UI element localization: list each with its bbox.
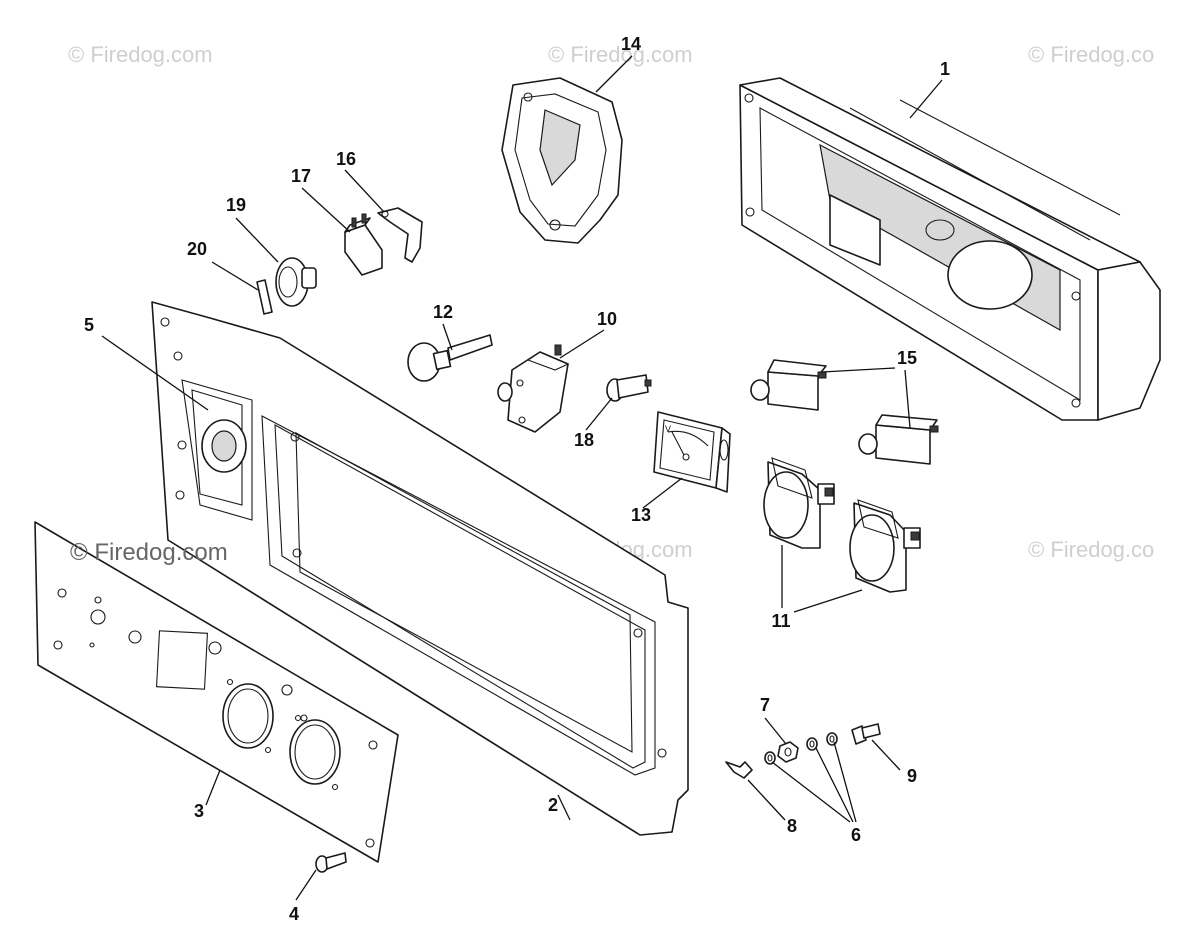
part-13-gauge: V (653, 411, 731, 493)
callout-1: 1 (940, 59, 950, 79)
part-6-washer-c (826, 732, 838, 746)
part-14-cover (501, 77, 623, 244)
callout-11: 11 (771, 611, 790, 631)
callout-20: 20 (187, 239, 207, 259)
part-9-bolt (851, 723, 881, 745)
part-11-outlet-b (849, 499, 921, 593)
callout-5: 5 (84, 315, 94, 335)
part-1-housing (739, 77, 1161, 421)
part-6-washer-b (806, 737, 818, 751)
part-7-nut (777, 741, 799, 763)
part-12-button (407, 334, 493, 382)
callout-8: 8 (787, 816, 797, 836)
part-18-lamp (606, 374, 652, 402)
leader-lines (101, 55, 943, 901)
part-6-washer-a (764, 751, 776, 765)
part-8-wing-nut (725, 761, 753, 779)
part-19-knob (275, 257, 317, 307)
callout-7: 7 (760, 695, 770, 715)
callouts: 1 2 3 4 5 6 7 8 9 10 11 12 13 14 15 16 1… (84, 34, 950, 924)
callout-14: 14 (621, 34, 641, 54)
callout-18: 18 (574, 430, 594, 450)
callout-10: 10 (597, 309, 617, 329)
callout-9: 9 (907, 766, 917, 786)
callout-12: 12 (433, 302, 453, 322)
watermark-mid-right: © Firedog.co (1028, 537, 1154, 562)
part-10-breaker (497, 344, 570, 433)
part-20-clip (256, 279, 273, 315)
callout-6: 6 (851, 825, 861, 845)
part-2-main-panel (151, 301, 689, 836)
part-16-bracket (377, 207, 423, 263)
watermark-panel: © Firedog.com (70, 539, 228, 566)
part-17-switch (344, 213, 383, 276)
callout-2: 2 (548, 795, 558, 815)
callout-3: 3 (194, 801, 204, 821)
callout-19: 19 (226, 195, 246, 215)
part-4-screw (315, 852, 347, 873)
part-15-breaker-a (750, 359, 827, 411)
part-11-outlet-a (763, 457, 835, 549)
part-3-front-plate (34, 521, 399, 863)
part-15-breaker-b (858, 414, 939, 465)
callout-16: 16 (336, 149, 356, 169)
callout-15: 15 (897, 348, 917, 368)
callout-4: 4 (289, 904, 299, 924)
watermark-top-right: © Firedog.co (1028, 42, 1154, 67)
callout-13: 13 (631, 505, 651, 525)
watermark-top-left: © Firedog.com (68, 42, 213, 67)
gauge-label: V (665, 424, 671, 434)
callout-17: 17 (291, 166, 311, 186)
watermark-top-center: © Firedog.com (548, 42, 693, 67)
